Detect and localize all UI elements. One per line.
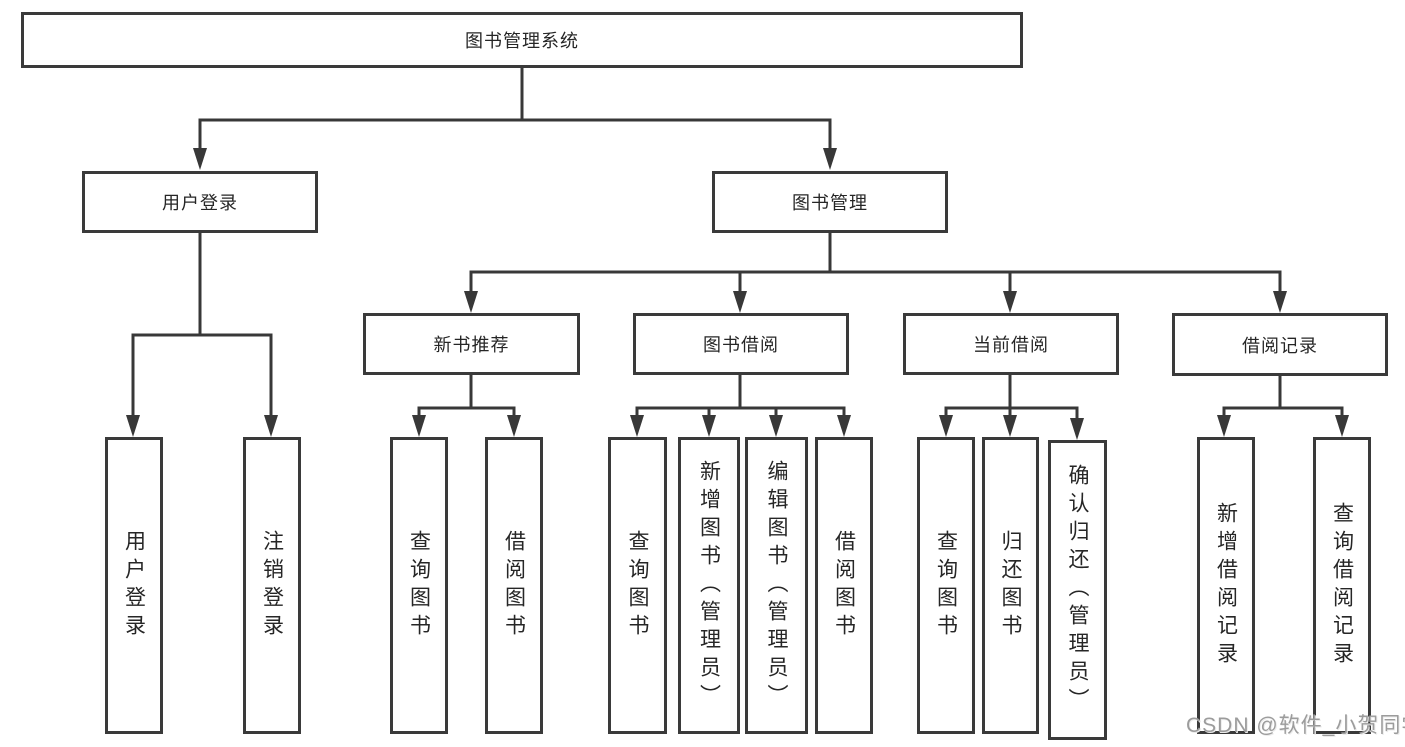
leaf-current-return-books: 归还图书 xyxy=(982,437,1039,734)
leaf-logout: 注销登录 xyxy=(243,437,301,734)
node-borrowing-records: 借阅记录 xyxy=(1172,313,1388,376)
csdn-watermark: CSDN @软件_小贺同学 xyxy=(1186,714,1405,737)
node-new-book-recommendation-label: 新书推荐 xyxy=(433,335,510,355)
node-user-login-branch-label: 用户登录 xyxy=(162,193,238,213)
node-book-management: 图书管理 xyxy=(712,171,948,233)
node-book-borrowing: 图书借阅 xyxy=(633,313,849,375)
leaf-current-confirm-return-admin: 确认归还（管理员） xyxy=(1048,440,1107,740)
leaf-borrowing-add-books-admin-label: 新增图书（管理员） xyxy=(697,459,721,712)
leaf-borrowing-edit-books-admin-label: 编辑图书（管理员） xyxy=(765,459,788,712)
leaf-borrowing-borrow-books: 借阅图书 xyxy=(815,437,873,734)
node-book-borrowing-label: 图书借阅 xyxy=(703,335,779,355)
leaf-user-login: 用户登录 xyxy=(105,437,163,734)
leaf-borrowing-query-books: 查询图书 xyxy=(608,437,667,734)
leaf-current-confirm-return-admin-label: 确认归还（管理员） xyxy=(1066,464,1089,716)
leaf-borrowing-add-books-admin: 新增图书（管理员） xyxy=(678,437,740,734)
leaf-current-query-books-label: 查询图书 xyxy=(934,529,958,642)
leaf-records-query-borrow-record: 查询借阅记录 xyxy=(1313,437,1371,734)
node-library-management-system-label: 图书管理系统 xyxy=(465,31,579,51)
leaf-newbook-query-books-label: 查询图书 xyxy=(407,529,431,642)
leaf-borrowing-query-books-label: 查询图书 xyxy=(626,529,649,642)
leaf-newbook-query-books: 查询图书 xyxy=(390,437,448,734)
leaf-current-return-books-label: 归还图书 xyxy=(999,529,1022,642)
node-book-management-label: 图书管理 xyxy=(792,193,868,213)
node-user-login-branch: 用户登录 xyxy=(82,171,318,233)
leaf-current-query-books: 查询图书 xyxy=(917,437,975,734)
leaf-records-add-borrow-record-label: 新增借阅记录 xyxy=(1214,501,1238,670)
node-borrowing-records-label: 借阅记录 xyxy=(1242,335,1318,356)
leaf-borrowing-edit-books-admin: 编辑图书（管理员） xyxy=(745,437,808,734)
leaf-borrowing-borrow-books-label: 借阅图书 xyxy=(832,529,856,642)
leaf-records-query-borrow-record-label: 查询借阅记录 xyxy=(1330,501,1354,670)
node-current-borrowing: 当前借阅 xyxy=(903,313,1119,375)
leaf-user-login-label: 用户登录 xyxy=(122,529,146,642)
node-new-book-recommendation: 新书推荐 xyxy=(363,313,580,375)
leaf-logout-label: 注销登录 xyxy=(260,529,284,642)
node-current-borrowing-label: 当前借阅 xyxy=(973,335,1049,355)
leaf-newbook-borrow-books-label: 借阅图书 xyxy=(502,529,526,642)
leaf-newbook-borrow-books: 借阅图书 xyxy=(485,437,543,734)
node-library-management-system: 图书管理系统 xyxy=(21,12,1023,68)
leaf-records-add-borrow-record: 新增借阅记录 xyxy=(1197,437,1255,734)
